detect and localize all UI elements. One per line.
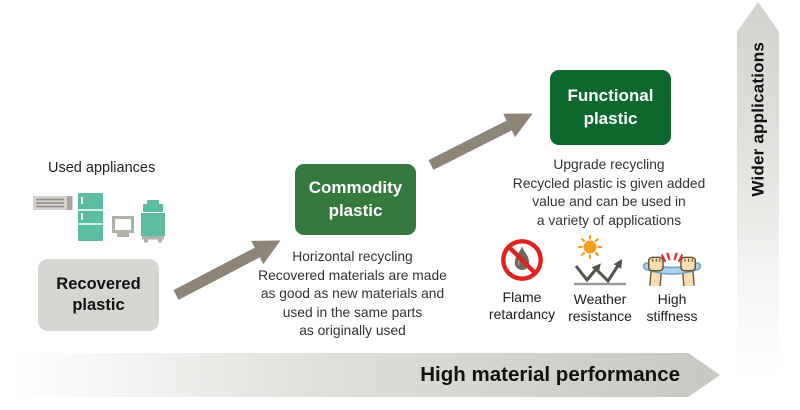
- recovered-plastic-box: Recovered plastic: [38, 259, 159, 331]
- feature-label: High stiffness: [646, 291, 698, 324]
- stress-marks: [660, 252, 684, 263]
- used-appliances-icons: [33, 193, 165, 243]
- feature-weather-resistance: Weather resistance: [558, 234, 642, 325]
- used-appliances-label: Used appliances: [48, 160, 156, 176]
- sun-icon: [577, 234, 603, 260]
- high-material-performance-arrow: High material performance: [14, 353, 720, 397]
- arrow-commodity-to-functional: [428, 113, 533, 170]
- weather-resistance-icon: [574, 234, 626, 286]
- upgrade-recycling-description: Upgrade recycling Recycled plastic is gi…: [512, 157, 706, 228]
- horizontal-axis-label: High material performance: [420, 363, 680, 386]
- high-stiffness-icon: [642, 252, 702, 286]
- feature-label: Flame retardancy: [488, 289, 556, 322]
- air-conditioner-icon: [33, 196, 73, 210]
- flame-retardancy-icon: [501, 239, 543, 281]
- arrow-recovered-to-commodity: [173, 240, 281, 300]
- feature-flame-retardancy: Flame retardancy: [480, 234, 564, 323]
- vertical-axis-label: Wider applications: [748, 42, 768, 197]
- tv-icon: [112, 216, 134, 237]
- washing-machine-icon: [141, 200, 165, 243]
- feature-label: Weather resistance: [568, 291, 632, 324]
- functional-plastic-box: Functional plastic: [550, 70, 671, 145]
- wider-applications-arrow: Wider applications: [737, 2, 779, 374]
- feature-high-stiffness: High stiffness: [630, 234, 714, 325]
- refrigerator-icon: [78, 193, 103, 241]
- commodity-plastic-box: Commodity plastic: [295, 164, 416, 235]
- horizontal-recycling-description: Horizontal recycling Recovered materials…: [258, 249, 447, 338]
